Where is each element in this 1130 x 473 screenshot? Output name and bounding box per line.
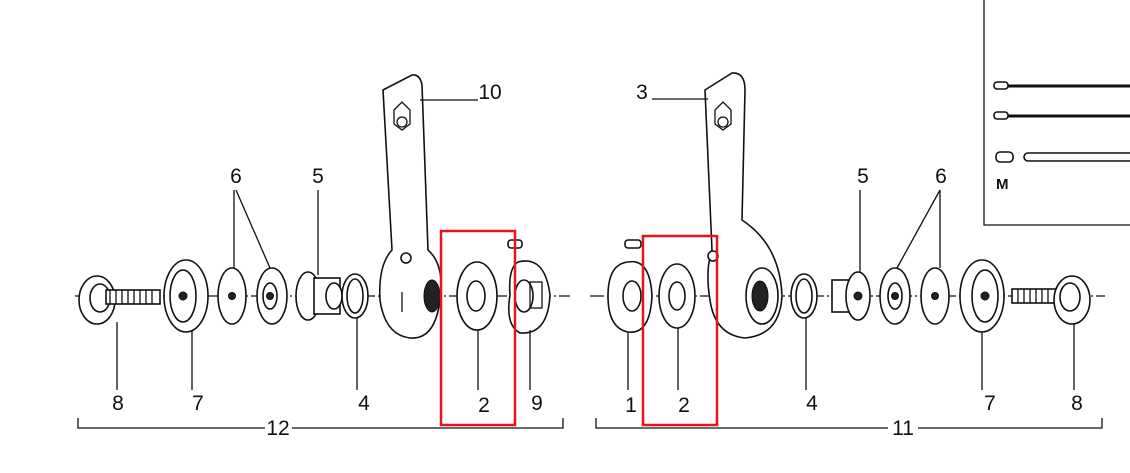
label-2-right: 2 <box>678 394 690 417</box>
inset-panel: M <box>983 0 1130 226</box>
cap-washer-7-left <box>163 259 209 333</box>
label-7-left: 7 <box>192 392 204 415</box>
right-assembly: 3 5 6 1 2 4 7 8 11 <box>595 72 1103 440</box>
nut-5-right <box>831 271 871 321</box>
label-11: 11 <box>892 417 914 440</box>
washer-6a-left <box>217 267 247 325</box>
cable-housing <box>1023 152 1130 162</box>
label-3: 3 <box>636 81 648 104</box>
label-9: 9 <box>531 392 543 415</box>
bracket-12 <box>77 418 564 429</box>
bolt-8-right <box>1011 275 1091 325</box>
label-8-right: 8 <box>1071 392 1083 415</box>
nut-5-left <box>295 271 343 321</box>
label-6-left: 6 <box>230 165 242 188</box>
leaders-bottom-right <box>627 318 1075 390</box>
label-4-right: 4 <box>806 392 818 415</box>
label-2-left: 2 <box>478 394 490 417</box>
inset-label-m: M <box>996 176 1009 193</box>
lever-3 <box>704 72 783 339</box>
label-12: 12 <box>266 417 289 440</box>
label-10: 10 <box>478 81 501 104</box>
leader-6-left <box>233 189 271 269</box>
label-8-left: 8 <box>112 392 124 415</box>
lever-10 <box>378 74 442 339</box>
bolt-8-left <box>78 275 161 325</box>
cap-washer-7-right <box>959 259 1005 333</box>
washer-6b-right <box>920 267 950 325</box>
highlight-box-left-washer-2 <box>439 229 517 427</box>
label-7-right: 7 <box>984 392 996 415</box>
ring-4-right <box>790 273 818 319</box>
bracket-11 <box>595 418 1103 429</box>
leader-6-right <box>896 189 941 269</box>
washer-2-right <box>658 263 696 329</box>
label-5-right: 5 <box>857 165 869 188</box>
ring-4-left <box>341 273 369 319</box>
washer-6b-left <box>256 267 288 325</box>
label-6-right: 6 <box>935 165 947 188</box>
left-assembly: 10 6 5 8 7 4 2 9 12 <box>77 74 564 440</box>
leaders-bottom-left <box>116 318 531 390</box>
clip-1 <box>607 239 653 333</box>
washer-6a-right <box>879 267 911 325</box>
label-1: 1 <box>625 394 637 417</box>
highlight-box-right-washer-2 <box>641 234 719 427</box>
label-4-left: 4 <box>358 392 370 415</box>
washer-2-left <box>456 261 498 331</box>
label-5-left: 5 <box>312 165 324 188</box>
